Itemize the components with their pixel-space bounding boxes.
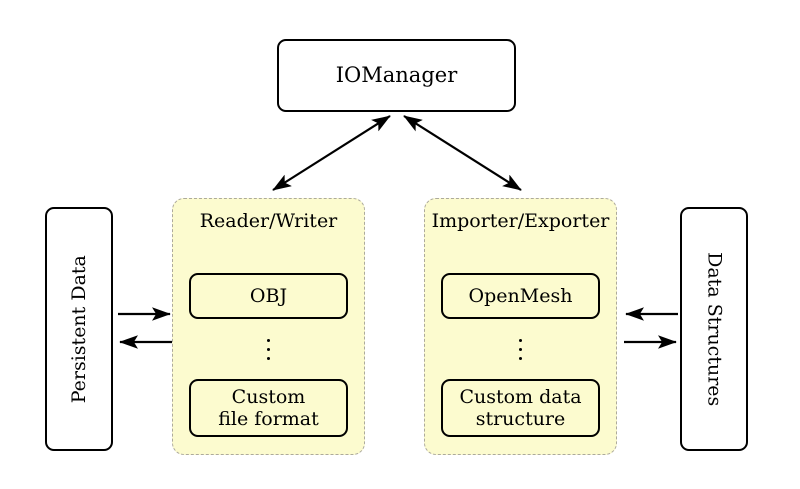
- node-custom-data-structure-label: Custom data structure: [459, 385, 582, 430]
- node-custom-data-structure[interactable]: Custom data structure: [441, 379, 600, 437]
- ellipsis-icon-reader-writer: [173, 327, 364, 371]
- group-importer-exporter[interactable]: Importer/Exporter OpenMesh Custom data s…: [424, 198, 617, 455]
- node-obj-label: OBJ: [249, 284, 288, 307]
- node-data-structures-label: Data Structures: [703, 251, 726, 407]
- node-openmesh[interactable]: OpenMesh: [441, 273, 600, 319]
- node-iomanager-label: IOManager: [335, 63, 458, 88]
- ellipsis-icon-importer-exporter: [425, 327, 616, 371]
- node-custom-file-format[interactable]: Custom file format: [189, 379, 348, 437]
- group-reader-writer[interactable]: Reader/Writer OBJ Custom file format: [172, 198, 365, 455]
- node-data-structures[interactable]: Data Structures: [680, 207, 748, 451]
- group-reader-writer-title: Reader/Writer: [199, 210, 338, 232]
- connector-manager-importer-exporter: [403, 115, 522, 191]
- node-iomanager[interactable]: IOManager: [277, 39, 516, 112]
- connector-manager-reader-writer: [272, 115, 391, 191]
- group-importer-exporter-title: Importer/Exporter: [431, 210, 610, 232]
- node-persistent-data[interactable]: Persistent Data: [45, 207, 113, 451]
- node-persistent-data-label: Persistent Data: [67, 254, 90, 404]
- node-openmesh-label: OpenMesh: [468, 284, 573, 307]
- node-obj[interactable]: OBJ: [189, 273, 348, 319]
- node-custom-file-format-label: Custom file format: [218, 385, 319, 430]
